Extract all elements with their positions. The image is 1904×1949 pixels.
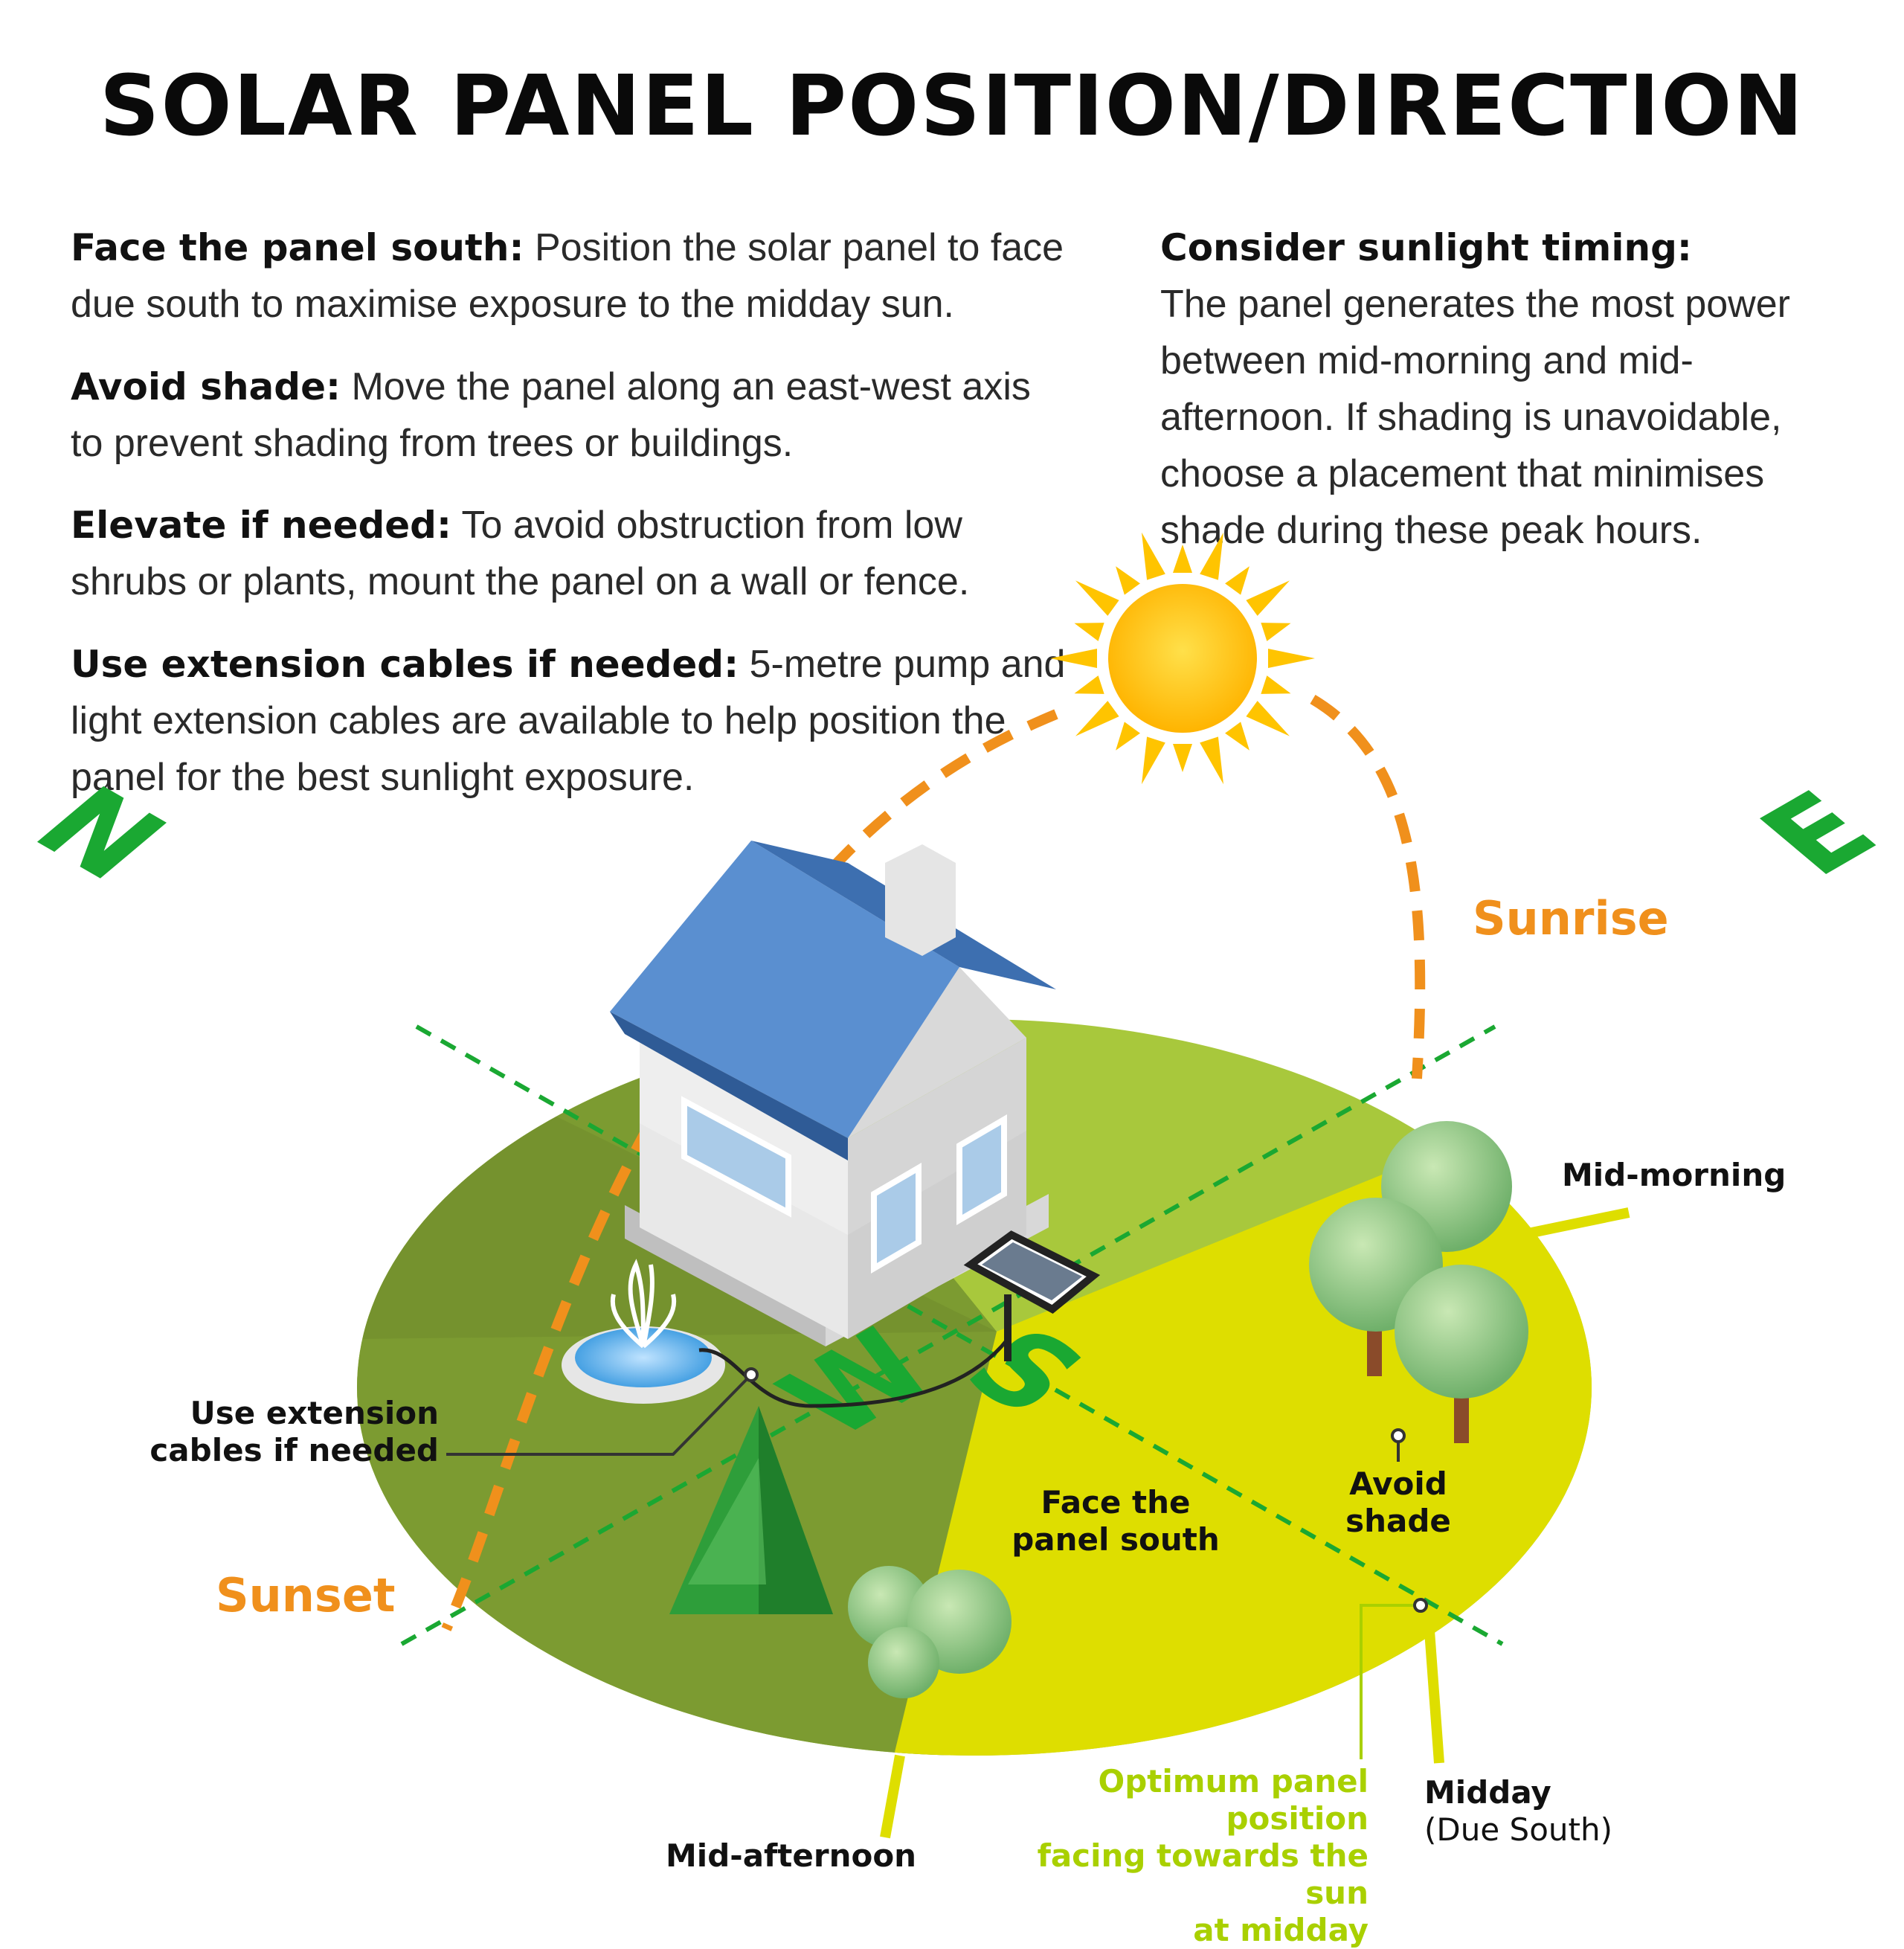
sun-ray: [1074, 623, 1104, 641]
conifer-tree-illustration: [669, 1406, 833, 1614]
solar-diagram: N E S W: [7, 532, 1904, 1839]
sun-ray: [1050, 649, 1097, 668]
tip-face-south: Face the panel south: Position the solar…: [71, 219, 1067, 333]
sun-ray: [1075, 701, 1119, 736]
tip-heading: Consider sunlight timing:: [1160, 226, 1692, 269]
optimum-line: Optimum panel position: [1098, 1763, 1368, 1837]
sun-ray: [1075, 580, 1119, 616]
sun-ray: [1200, 532, 1224, 580]
sun-ray: [1225, 722, 1250, 751]
cables-pointer-dot: [744, 1367, 759, 1382]
sun-ray: [1261, 623, 1291, 641]
tip-body: To avoid obstruction from low shrubs or …: [71, 504, 970, 603]
tip-body: 5-metre pump and light extension cables …: [71, 643, 1066, 799]
tip-heading: Elevate if needed:: [71, 504, 451, 547]
bush-illustration: [848, 1566, 1012, 1698]
tip-heading: Use extension cables if needed:: [71, 643, 739, 686]
sun-path: [441, 694, 1426, 1631]
avoid-shade-line: shade: [1345, 1503, 1451, 1539]
optimum-pointer-dot: [1413, 1598, 1428, 1613]
optimum-line: at midday: [1193, 1912, 1368, 1948]
sun-ray: [1200, 736, 1224, 785]
sun-icon: [1050, 532, 1315, 785]
tip-body: Position the solar panel to face due sou…: [71, 226, 1064, 326]
tip-elevate: Elevate if needed: To avoid obstruction …: [71, 497, 1067, 610]
sun-ray: [1246, 580, 1290, 616]
tip-heading: Avoid shade:: [71, 365, 341, 408]
sun-ray: [1173, 744, 1192, 772]
page-title: SOLAR PANEL POSITION/DIRECTION: [99, 58, 1805, 155]
cables-line: Use extension: [190, 1395, 439, 1431]
mid-morning-pointer: [1519, 1207, 1630, 1240]
sun-ray: [1074, 675, 1104, 694]
tip-body: The panel generates the most power betwe…: [1160, 283, 1790, 552]
midday-label: Midday (Due South): [1424, 1774, 1612, 1849]
tip-extension-cables: Use extension cables if needed: 5-metre …: [71, 636, 1067, 806]
sun-ray: [1225, 566, 1250, 595]
mid-morning-label: Mid-morning: [1562, 1157, 1786, 1193]
compass-east: E: [1733, 770, 1904, 897]
sun-ray: [1116, 566, 1140, 595]
avoid-shade-label: Avoid shade: [1324, 1465, 1473, 1540]
sun-ray: [1141, 736, 1165, 785]
midday-title: Midday: [1424, 1774, 1551, 1811]
tip-heading: Face the panel south:: [71, 226, 524, 269]
optimum-pointer: [1360, 1604, 1417, 1759]
cables-line: cables if needed: [149, 1432, 439, 1468]
solar-panel-illustration: [963, 1230, 1101, 1361]
mid-afternoon-pointer: [880, 1754, 905, 1839]
compass-north: N: [7, 765, 194, 902]
face-south-line: panel south: [1012, 1521, 1220, 1558]
extension-cables-label: Use extension cables if needed: [119, 1395, 439, 1469]
tip-avoid-shade: Avoid shade: Move the panel along an eas…: [71, 359, 1067, 472]
sun-ray: [1116, 722, 1140, 751]
sun-ray: [1141, 532, 1165, 580]
optimum-line: facing towards the sun: [1037, 1837, 1368, 1911]
sun-ray: [1268, 649, 1315, 668]
tip-body: Move the panel along an east-west axis t…: [71, 365, 1031, 465]
north-south-axis: [415, 1024, 1504, 1646]
midday-pointer: [1423, 1610, 1444, 1764]
due-south-note: (Due South): [1424, 1811, 1612, 1848]
house-illustration: [610, 841, 1056, 1346]
pond-fountain-illustration: [562, 1259, 725, 1404]
sun-ray: [1246, 701, 1290, 736]
tip-sunlight-timing: Consider sunlight timing: The panel gene…: [1160, 219, 1830, 559]
face-south-label: Face the panel south: [1004, 1484, 1227, 1558]
mid-afternoon-label: Mid-afternoon: [666, 1837, 917, 1874]
cables-pointer: [446, 1373, 753, 1456]
sun-ray: [1261, 675, 1291, 694]
east-west-axis: [400, 1024, 1496, 1646]
deciduous-trees-illustration: [1309, 1121, 1528, 1443]
face-south-line: Face the: [1041, 1484, 1191, 1521]
sunset-label: Sunset: [216, 1568, 396, 1622]
avoid-shade-pointer-dot: [1391, 1428, 1406, 1443]
sun-ray: [1173, 545, 1192, 573]
extension-cable: [698, 1338, 1009, 1408]
avoid-shade-line: Avoid: [1349, 1465, 1447, 1502]
optimum-position-label: Optimum panel position facing towards th…: [967, 1763, 1368, 1949]
sunrise-label: Sunrise: [1473, 891, 1669, 945]
